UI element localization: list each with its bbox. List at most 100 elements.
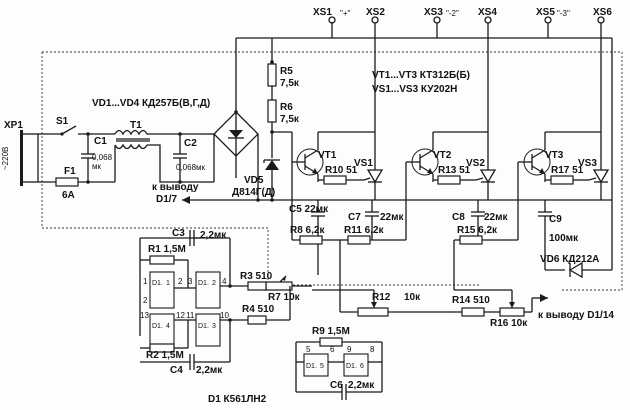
pin-8: 8 — [370, 345, 375, 354]
r6-label: R6 — [280, 102, 293, 113]
f1-value: 6A — [62, 190, 75, 201]
connector-xs2: XS2 — [366, 7, 385, 162]
pin-13: 13 — [140, 311, 149, 320]
diode-vd6: VD6 КД212А — [540, 254, 612, 279]
connector-xs4: XS4 — [478, 7, 497, 162]
c7-label: C7 — [348, 212, 361, 223]
xs1-tag: "+" — [340, 9, 351, 18]
out-d17-line2: D1/7 — [156, 194, 178, 205]
top-rail — [235, 22, 612, 178]
mains-label: ~220В — [1, 147, 10, 170]
c3-value: 2,2мк — [200, 230, 227, 241]
vd5-label: VD5 — [244, 175, 264, 186]
gate-b1-num: 4 — [166, 323, 170, 330]
xs3-label: XS3 — [424, 7, 443, 18]
pin-11: 11 — [186, 311, 195, 320]
t1-label: T1 — [130, 120, 142, 131]
r14-label: R14 510 — [452, 295, 490, 306]
oscillator-c: R9 1,5M D1. 5 5 6 D1. 6 9 8 C6 2,2мк — [295, 326, 383, 400]
resistor-r6: R6 7,5к — [267, 99, 300, 240]
gate-c1-num: 5 — [320, 363, 324, 370]
c2-label: C2 — [184, 138, 197, 149]
xs5-label: XS5 — [536, 7, 555, 18]
c3-label: C3 — [172, 228, 185, 239]
xs3-tag: "-2" — [446, 9, 459, 18]
c1-unit: мк — [92, 162, 102, 171]
r15-label: R15 6,2к — [457, 225, 498, 236]
resistor-r3: R3 510 — [240, 271, 273, 291]
vs1-label: VS1 — [354, 158, 373, 169]
gate-c2-tag: D1. — [346, 363, 357, 370]
switch-s1: S1 — [38, 116, 115, 136]
c9-value: 100мк — [549, 233, 579, 244]
pin-4: 4 — [222, 277, 227, 286]
c8-label: C8 — [452, 212, 465, 223]
c7-value: 22мк — [380, 212, 405, 223]
c4-label: C4 — [170, 365, 183, 376]
f1-label: F1 — [64, 166, 76, 177]
capacitor-c9: C9 100мк — [538, 200, 579, 270]
c6-label: C6 — [330, 380, 343, 391]
xs2-label: XS2 — [366, 7, 385, 18]
pin-9: 9 — [347, 345, 352, 354]
bridge-diodes-note: VD1...VD4 КД257Б(В,Г,Д) — [92, 98, 210, 109]
connector-xs5: XS5 "-3" — [536, 7, 570, 38]
c8-value: 22мк — [484, 212, 509, 223]
vs3-label: VS3 — [578, 158, 597, 169]
s1-label: S1 — [56, 116, 69, 127]
r1-label: R1 1,5M — [148, 244, 186, 255]
xp1-label: XP1 — [4, 120, 23, 131]
r11-label: R11 6,2к — [344, 225, 384, 236]
r8-label: R8 6,2к — [290, 225, 325, 236]
gate-a1-tag: D1. — [152, 280, 163, 287]
pin-3: 3 — [188, 277, 193, 286]
c9-label: C9 — [549, 214, 562, 225]
r9-label: R9 1,5M — [312, 326, 350, 337]
r13-label: R13 51 — [438, 165, 471, 176]
pin-12: 12 — [176, 311, 185, 320]
capacitor-c1: C1 0,068 мк — [81, 132, 113, 184]
connector-xs6: XS6 — [593, 7, 612, 162]
r10-label: R10 51 — [325, 165, 358, 176]
fuse-f1: F1 6A — [38, 166, 115, 201]
xs4-label: XS4 — [478, 7, 497, 18]
out-d17-line1: к выводу — [152, 182, 199, 193]
r5-label: R5 — [280, 66, 293, 77]
c2-value: 0,068мк — [176, 163, 206, 172]
vd5-value: Д814Г(Д) — [232, 187, 275, 198]
vs2-label: VS2 — [466, 158, 485, 169]
pin-6: 6 — [330, 345, 335, 354]
r5-value: 7,5к — [280, 78, 300, 89]
c1-value: 0,068 — [92, 153, 113, 162]
r7-label: R7 10к — [268, 292, 301, 303]
zener-vd5: VD5 Д814Г(Д) — [232, 159, 280, 198]
xs6-label: XS6 — [593, 7, 612, 18]
d1-chip-note: D1 К561ЛН2 — [208, 394, 267, 405]
xs5-tag: "-3" — [557, 9, 570, 18]
out-d114-label: к выводу D1/14 — [538, 310, 614, 321]
capacitor-c2: C2 0,068мк — [170, 132, 206, 184]
gate-a1-num: 1 — [166, 280, 170, 287]
pin-1: 1 — [143, 277, 148, 286]
gate-c2-num: 6 — [360, 363, 364, 370]
stage-3: VT3 R17 51 VS3 — [517, 131, 610, 240]
r3-label: R3 510 — [240, 271, 273, 282]
r16-label: R16 10к — [490, 318, 528, 329]
transistors-note: VT1...VT3 КТ312Б(Б) — [372, 70, 470, 81]
stage-2: VT2 R13 51 VS2 — [405, 131, 497, 240]
capacitor-c7: C7 22мк — [348, 200, 405, 240]
thyristors-note: VS1...VS3 КУ202Н — [372, 84, 457, 95]
connector-xs1: XS1 "+" — [313, 7, 351, 24]
gate-c1-tag: D1. — [306, 363, 317, 370]
r12-label: R12 — [372, 292, 391, 303]
bridge-rectifier — [205, 110, 259, 183]
xs1-label: XS1 — [313, 7, 332, 18]
mains-plug-xp1: XP1 ~220В — [1, 120, 39, 186]
enclosure-dashed-border — [41, 51, 623, 291]
pin-2-left: 2 — [143, 296, 148, 305]
vt2-label: VT2 — [433, 150, 452, 161]
gate-b1-tag: D1. — [152, 323, 163, 330]
bias-resistors: R8 6,2к R11 6,2к R15 6,2к — [290, 225, 518, 260]
